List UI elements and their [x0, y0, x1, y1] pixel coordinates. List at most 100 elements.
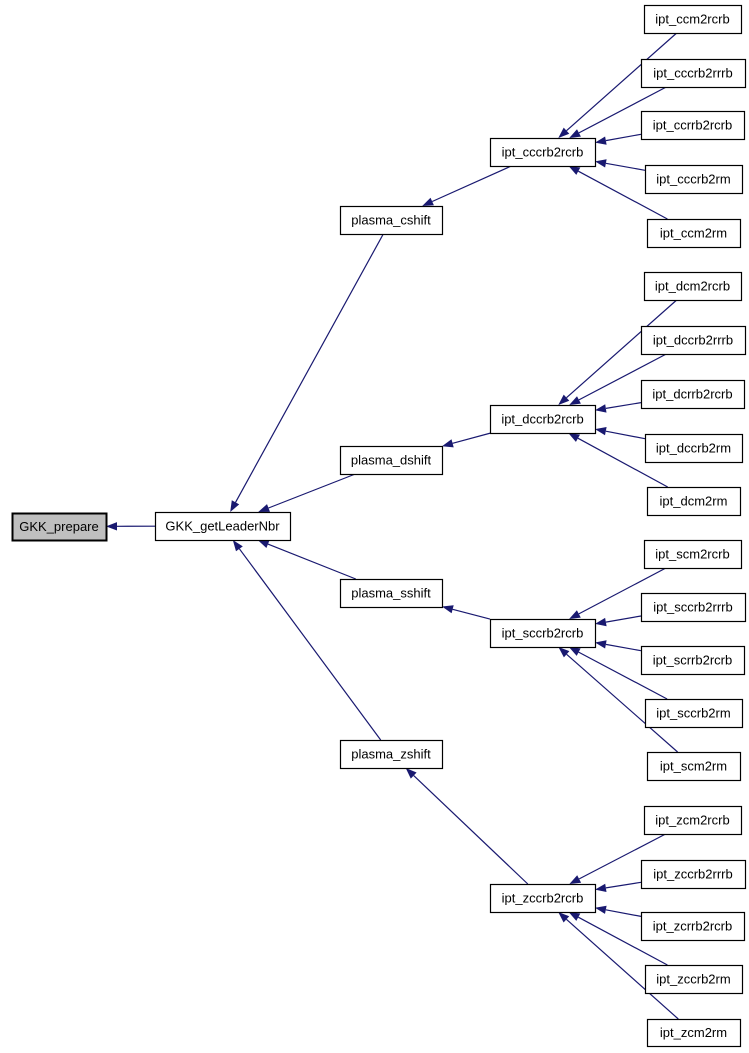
graph-node-ipt_dcm2rcrb[interactable]: ipt_dcm2rcrb: [643, 271, 743, 302]
node-box: [646, 218, 742, 249]
graph-node-plasma_sshift[interactable]: plasma_sshift: [339, 578, 444, 609]
graph-node-ipt_dccrb2rrrb[interactable]: ipt_dccrb2rrrb: [640, 325, 747, 356]
node-label: ipt_zcrrb2rcrb: [653, 919, 732, 934]
node-box: [154, 511, 292, 542]
graph-node-ipt_ccm2rm[interactable]: ipt_ccm2rm: [646, 218, 742, 249]
edge-ipt_zcm2rm-to-ipt_zccrb2rcrb: [566, 918, 679, 1020]
edge-ipt_dccrb2rm-to-ipt_dccrb2rcrb: [605, 430, 646, 440]
graph-node-plasma_dshift[interactable]: plasma_dshift: [339, 445, 444, 476]
arrowhead-icon: [569, 396, 581, 405]
node-label: ipt_scrrb2rcrb: [653, 653, 732, 668]
node-label: ipt_zccrb2rm: [656, 972, 730, 987]
node-box: [640, 592, 747, 623]
node-label: ipt_ccm2rcrb: [655, 12, 729, 27]
node-box: [489, 883, 597, 914]
graph-node-ipt_ccrrb2rcrb[interactable]: ipt_ccrrb2rcrb: [640, 110, 746, 141]
graph-node-GKK_prepare[interactable]: GKK_prepare: [11, 512, 108, 542]
arrowhead-icon: [558, 647, 570, 658]
node-label: ipt_dccrb2rm: [656, 441, 731, 456]
edge-ipt_ccrrb2rcrb-to-ipt_cccrb2rcrb: [605, 133, 642, 142]
node-box: [489, 137, 597, 168]
graph-node-ipt_cccrb2rm[interactable]: ipt_cccrb2rm: [644, 164, 744, 195]
graph-node-ipt_sccrb2rm[interactable]: ipt_sccrb2rm: [644, 698, 744, 729]
graph-node-ipt_dccrb2rcrb[interactable]: ipt_dccrb2rcrb: [489, 404, 597, 435]
arrowhead-icon: [569, 875, 582, 884]
graph-node-ipt_dcm2rm[interactable]: ipt_dcm2rm: [646, 486, 742, 517]
arrowhead-icon: [558, 127, 570, 138]
graph-node-ipt_cccrb2rcrb[interactable]: ipt_cccrb2rcrb: [489, 137, 597, 168]
node-box: [643, 271, 743, 302]
node-label: ipt_sccrb2rm: [656, 706, 730, 721]
graph-node-ipt_scrrb2rcrb[interactable]: ipt_scrrb2rcrb: [640, 645, 746, 676]
edge-ipt_zccrb2rcrb-to-plasma_zshift: [413, 775, 529, 885]
graph-node-ipt_cccrb2rrrb[interactable]: ipt_cccrb2rrrb: [640, 58, 747, 89]
edge-ipt_cccrb2rcrb-to-plasma_cshift: [431, 165, 512, 203]
graph-node-ipt_zccrb2rm[interactable]: ipt_zccrb2rm: [644, 964, 744, 995]
node-label: plasma_zshift: [351, 747, 431, 762]
node-box: [644, 433, 744, 464]
node-box: [339, 739, 444, 770]
graph-node-ipt_zcrrb2rcrb[interactable]: ipt_zcrrb2rcrb: [640, 911, 746, 942]
arrowhead-icon: [595, 404, 607, 413]
arrowhead-icon: [257, 540, 270, 548]
graph-node-ipt_dccrb2rm[interactable]: ipt_dccrb2rm: [644, 433, 744, 464]
graph-node-ipt_sccrb2rcrb[interactable]: ipt_sccrb2rcrb: [489, 618, 597, 649]
node-box: [339, 445, 444, 476]
graph-node-ipt_ccm2rcrb[interactable]: ipt_ccm2rcrb: [643, 4, 743, 35]
edge-ipt_sccrb2rrrb-to-ipt_sccrb2rcrb: [605, 615, 642, 623]
arrowhead-icon: [442, 605, 454, 614]
arrowhead-icon: [568, 433, 580, 442]
edge-ipt_dccrb2rrrb-to-ipt_dccrb2rcrb: [578, 353, 667, 401]
arrowhead-icon: [568, 166, 581, 175]
graph-node-ipt_scm2rcrb[interactable]: ipt_scm2rcrb: [643, 539, 743, 570]
edge-ipt_cccrb2rrrb-to-ipt_cccrb2rcrb: [578, 86, 667, 134]
edge-ipt_scrrb2rcrb-to-ipt_sccrb2rcrb: [605, 643, 642, 652]
edge-plasma_dshift-to-GKK_getLeaderNbr: [268, 473, 356, 509]
graph-node-ipt_zccrb2rcrb[interactable]: ipt_zccrb2rcrb: [489, 883, 597, 914]
edge-ipt_ccm2rm-to-ipt_cccrb2rcrb: [578, 170, 668, 220]
arrowhead-icon: [258, 504, 270, 512]
node-label: ipt_ccm2rm: [660, 226, 727, 241]
arrowhead-icon: [595, 136, 607, 145]
node-layer: GKK_prepare GKK_getLeaderNbr plasma_cshift…: [11, 4, 747, 1048]
arrowhead-icon: [405, 768, 417, 779]
node-box: [643, 539, 743, 570]
node-label: GKK_getLeaderNbr: [165, 519, 280, 534]
node-box: [339, 578, 444, 609]
node-box: [640, 325, 747, 356]
edge-plasma_sshift-to-GKK_getLeaderNbr: [267, 543, 357, 580]
graph-node-ipt_zccrb2rrrb[interactable]: ipt_zccrb2rrrb: [640, 859, 747, 890]
graph-node-ipt_scm2rm[interactable]: ipt_scm2rm: [646, 751, 742, 782]
edge-ipt_dccrb2rcrb-to-plasma_dshift: [452, 432, 491, 444]
arrowhead-icon: [422, 197, 434, 206]
arrowhead-icon: [569, 129, 581, 138]
edge-ipt_zccrb2rm-to-ipt_zccrb2rcrb: [578, 916, 668, 966]
node-box: [640, 859, 747, 890]
graph-node-ipt_sccrb2rrrb[interactable]: ipt_sccrb2rrrb: [640, 592, 747, 623]
graph-node-ipt_dcrrb2rcrb[interactable]: ipt_dcrrb2rcrb: [640, 379, 746, 410]
node-label: ipt_cccrb2rrrb: [653, 66, 732, 81]
edge-ipt_cccrb2rm-to-ipt_cccrb2rcrb: [605, 162, 646, 171]
edge-layer: [106, 32, 679, 1020]
node-box: [640, 58, 747, 89]
node-label: ipt_ccrrb2rcrb: [653, 118, 732, 133]
graph-node-plasma_cshift[interactable]: plasma_cshift: [339, 205, 444, 236]
edge-ipt_dcrrb2rcrb-to-ipt_dccrb2rcrb: [605, 402, 642, 409]
edge-ipt_dcm2rm-to-ipt_dccrb2rcrb: [577, 437, 668, 488]
graph-node-ipt_zcm2rm[interactable]: ipt_zcm2rm: [646, 1018, 742, 1048]
graph-node-ipt_zcm2rcrb[interactable]: ipt_zcm2rcrb: [643, 805, 743, 836]
node-label: plasma_sshift: [351, 586, 431, 601]
node-label: ipt_scm2rcrb: [655, 547, 729, 562]
node-label: ipt_dcrrb2rcrb: [652, 387, 732, 402]
arrowhead-icon: [442, 439, 454, 448]
node-label: plasma_dshift: [351, 453, 432, 468]
graph-node-plasma_zshift[interactable]: plasma_zshift: [339, 739, 444, 770]
arrowhead-icon: [568, 912, 581, 921]
edge-ipt_scm2rm-to-ipt_sccrb2rcrb: [566, 653, 678, 753]
graph-node-GKK_getLeaderNbr[interactable]: GKK_getLeaderNbr: [154, 511, 292, 542]
node-box: [640, 379, 746, 410]
arrowhead-icon: [595, 640, 607, 649]
arrowhead-icon: [595, 883, 607, 892]
node-label: GKK_prepare: [19, 519, 99, 534]
